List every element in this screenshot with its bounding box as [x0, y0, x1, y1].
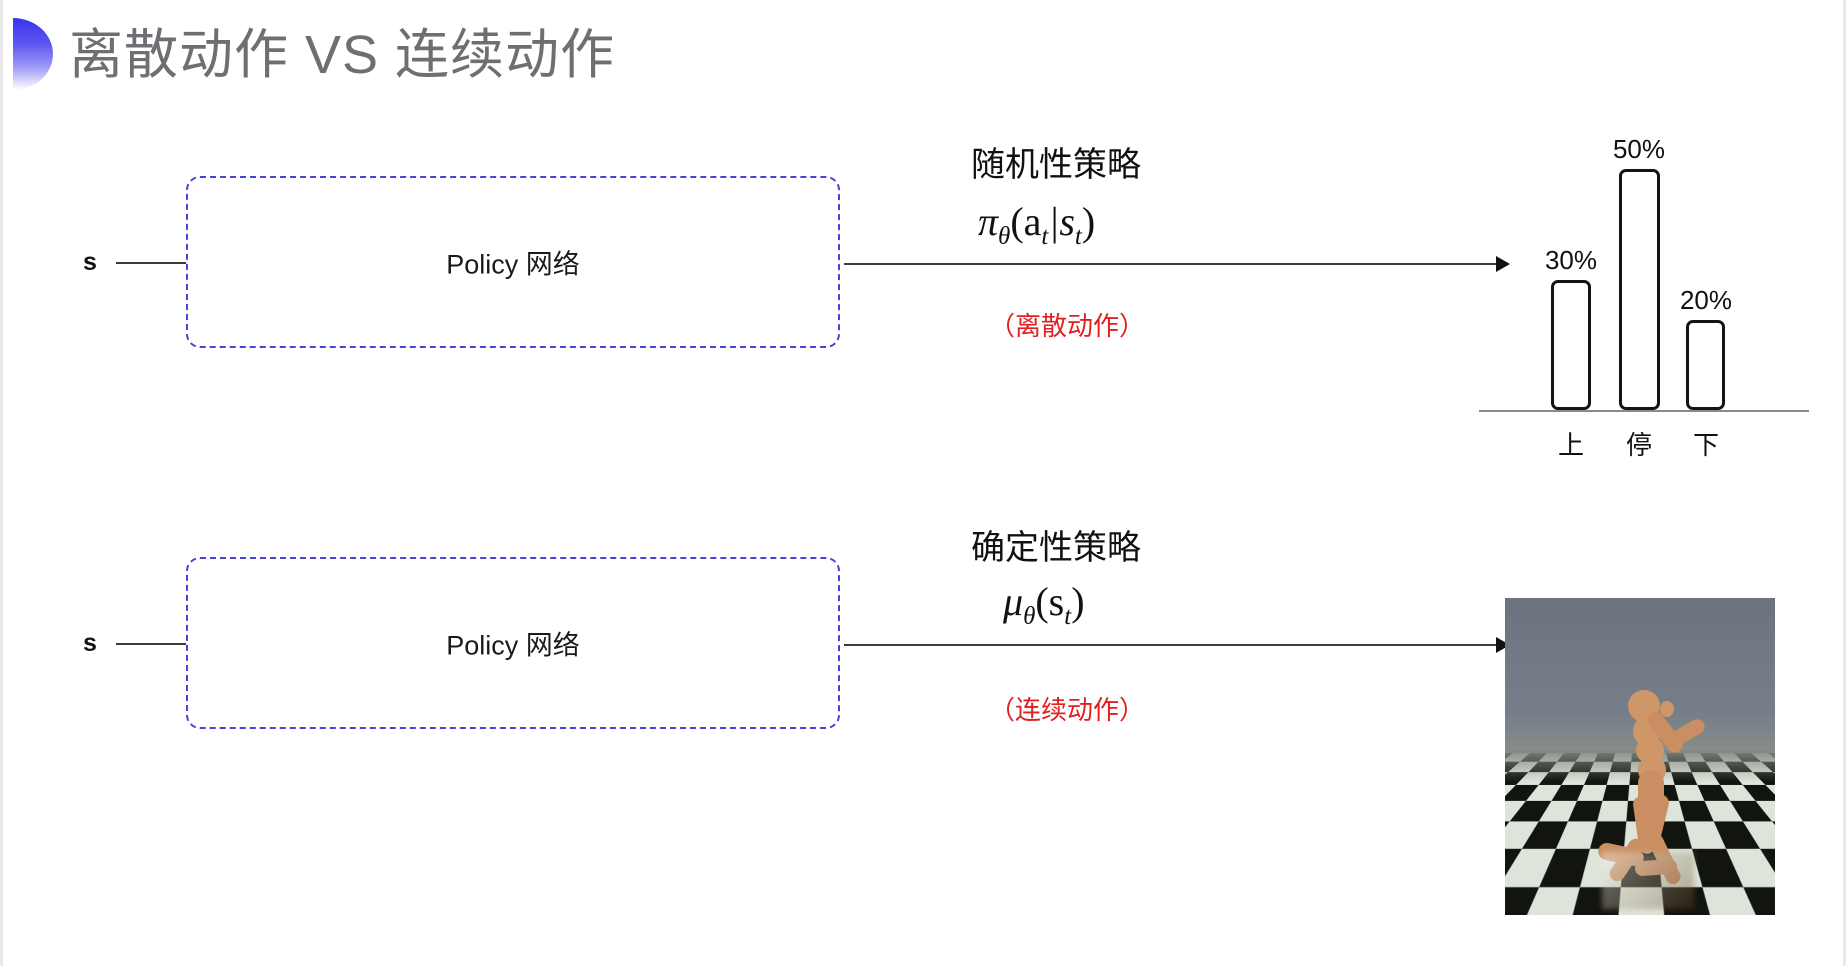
bar-down [1686, 320, 1725, 410]
arrow-state-to-policy-continuous [116, 643, 202, 645]
stochastic-policy-formula: πθ(at|st) [978, 198, 1095, 251]
formula-pi: π [978, 199, 999, 244]
humanoid-hand [1660, 701, 1674, 717]
bar-category-down: 下 [1692, 430, 1719, 460]
action-probability-bar-chart: 30% 上 50% 停 20% 下 [1473, 95, 1813, 460]
bar-stop [1619, 169, 1660, 410]
formula-mu: μ [1003, 579, 1024, 624]
bar-value-down: 20% [1679, 285, 1733, 315]
bar-category-up: 上 [1557, 430, 1584, 460]
page-title: 离散动作 VS 连续动作 [69, 25, 616, 85]
formula-close-paren-2: ) [1071, 579, 1085, 624]
bar-category-stop: 停 [1625, 430, 1652, 460]
policy-network-label-discrete: Policy 网络 [446, 249, 580, 280]
state-input-label-discrete: s [83, 248, 97, 276]
bar-up [1551, 280, 1591, 410]
deterministic-policy-formula: μθ(st) [1003, 578, 1085, 631]
policy-network-label-continuous: Policy 网络 [446, 630, 580, 661]
formula-t-sub-1: t [1041, 223, 1049, 250]
deterministic-policy-title: 确定性策略 [971, 529, 1141, 567]
title-accent-shape [13, 18, 53, 90]
formula-given-s: |s [1048, 199, 1075, 244]
formula-t-sub-3: t [1064, 603, 1072, 630]
continuous-action-note: （连续动作） [989, 695, 1146, 725]
formula-close-paren: ) [1081, 199, 1096, 244]
formula-theta-sub: θ [998, 223, 1011, 250]
humanoid-simulation-image [1505, 598, 1775, 915]
chart-baseline-axis [1479, 410, 1809, 412]
formula-open-arg: (a [1010, 199, 1042, 244]
bar-value-up: 30% [1544, 245, 1598, 275]
stochastic-policy-title: 随机性策略 [971, 146, 1141, 184]
formula-theta-sub-2: θ [1023, 603, 1036, 630]
policy-network-box-discrete[interactable]: Policy 网络 [186, 176, 840, 348]
formula-t-sub-2: t [1074, 223, 1082, 250]
arrow-policy-to-output-continuous [844, 644, 1508, 646]
arrow-state-to-policy-discrete [116, 262, 202, 264]
formula-open-arg-2: (s [1035, 579, 1065, 624]
sim-floor-reflection [1602, 851, 1694, 909]
arrow-policy-to-output-discrete [844, 263, 1508, 265]
discrete-action-note: （离散动作） [989, 311, 1146, 341]
bar-value-stop: 50% [1612, 134, 1666, 164]
state-input-label-continuous: s [83, 629, 97, 657]
policy-network-box-continuous[interactable]: Policy 网络 [186, 557, 840, 729]
